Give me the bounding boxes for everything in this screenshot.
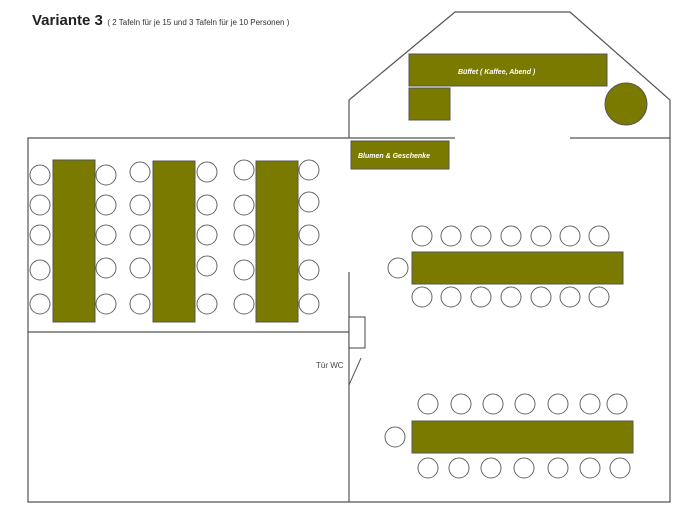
chair	[448, 457, 470, 479]
buffet-table	[408, 53, 608, 87]
chair	[29, 293, 51, 315]
long-table	[52, 159, 96, 323]
chair	[29, 259, 51, 281]
banquet-tables	[29, 159, 634, 479]
chair	[411, 286, 433, 308]
chair	[95, 257, 117, 279]
chair	[530, 225, 552, 247]
chair	[129, 161, 151, 183]
chair	[233, 293, 255, 315]
chair	[298, 191, 320, 213]
buffet-side-table	[408, 87, 451, 121]
chair	[500, 225, 522, 247]
chair	[196, 194, 218, 216]
chair	[129, 293, 151, 315]
chair	[440, 225, 462, 247]
chair	[95, 224, 117, 246]
chair	[196, 161, 218, 183]
flowers-gifts-table	[350, 140, 450, 170]
chair	[513, 457, 535, 479]
chair	[500, 286, 522, 308]
chair	[579, 393, 601, 415]
round-table	[604, 82, 648, 126]
chair	[480, 457, 502, 479]
chair	[514, 393, 536, 415]
walls	[27, 11, 671, 503]
chair	[233, 159, 255, 181]
chair	[588, 286, 610, 308]
chair	[387, 257, 409, 279]
chair	[450, 393, 472, 415]
chair	[559, 225, 581, 247]
variant-note: ( 2 Tafeln für je 15 und 3 Tafeln für je…	[107, 18, 290, 27]
chair	[95, 164, 117, 186]
chair	[196, 224, 218, 246]
chair	[129, 224, 151, 246]
chair	[298, 159, 320, 181]
chair	[95, 194, 117, 216]
chair	[29, 224, 51, 246]
long-table	[152, 160, 196, 323]
long-table	[411, 251, 624, 285]
chair	[482, 393, 504, 415]
buffet-label: Büffet ( Kaffee, Abend )	[458, 69, 536, 76]
chair	[129, 257, 151, 279]
chair	[298, 224, 320, 246]
chair	[298, 293, 320, 315]
chair	[470, 286, 492, 308]
chair	[588, 225, 610, 247]
flowers-gifts-label: Blumen & Geschenke	[358, 153, 430, 160]
door-swing	[348, 357, 362, 386]
page-title: Variante 3 ( 2 Tafeln für je 15 und 3 Ta…	[32, 12, 289, 30]
chair	[411, 225, 433, 247]
chair	[417, 457, 439, 479]
long-table	[255, 160, 299, 323]
chair	[29, 194, 51, 216]
chair	[606, 393, 628, 415]
variant-title: Variante 3	[32, 12, 103, 29]
door-wc-label: Tür WC	[316, 361, 344, 370]
chair	[470, 225, 492, 247]
chair	[95, 293, 117, 315]
chair	[233, 224, 255, 246]
door-wc	[348, 316, 366, 349]
chair	[547, 393, 569, 415]
chair	[384, 426, 406, 448]
chair	[233, 259, 255, 281]
chair	[233, 194, 255, 216]
chair	[129, 194, 151, 216]
chair	[559, 286, 581, 308]
chair	[29, 164, 51, 186]
chair	[440, 286, 462, 308]
chair	[298, 259, 320, 281]
long-table	[411, 420, 634, 454]
chair	[579, 457, 601, 479]
chair	[547, 457, 569, 479]
chair	[609, 457, 631, 479]
chair	[417, 393, 439, 415]
chair	[196, 255, 218, 277]
chair	[196, 293, 218, 315]
chair	[530, 286, 552, 308]
